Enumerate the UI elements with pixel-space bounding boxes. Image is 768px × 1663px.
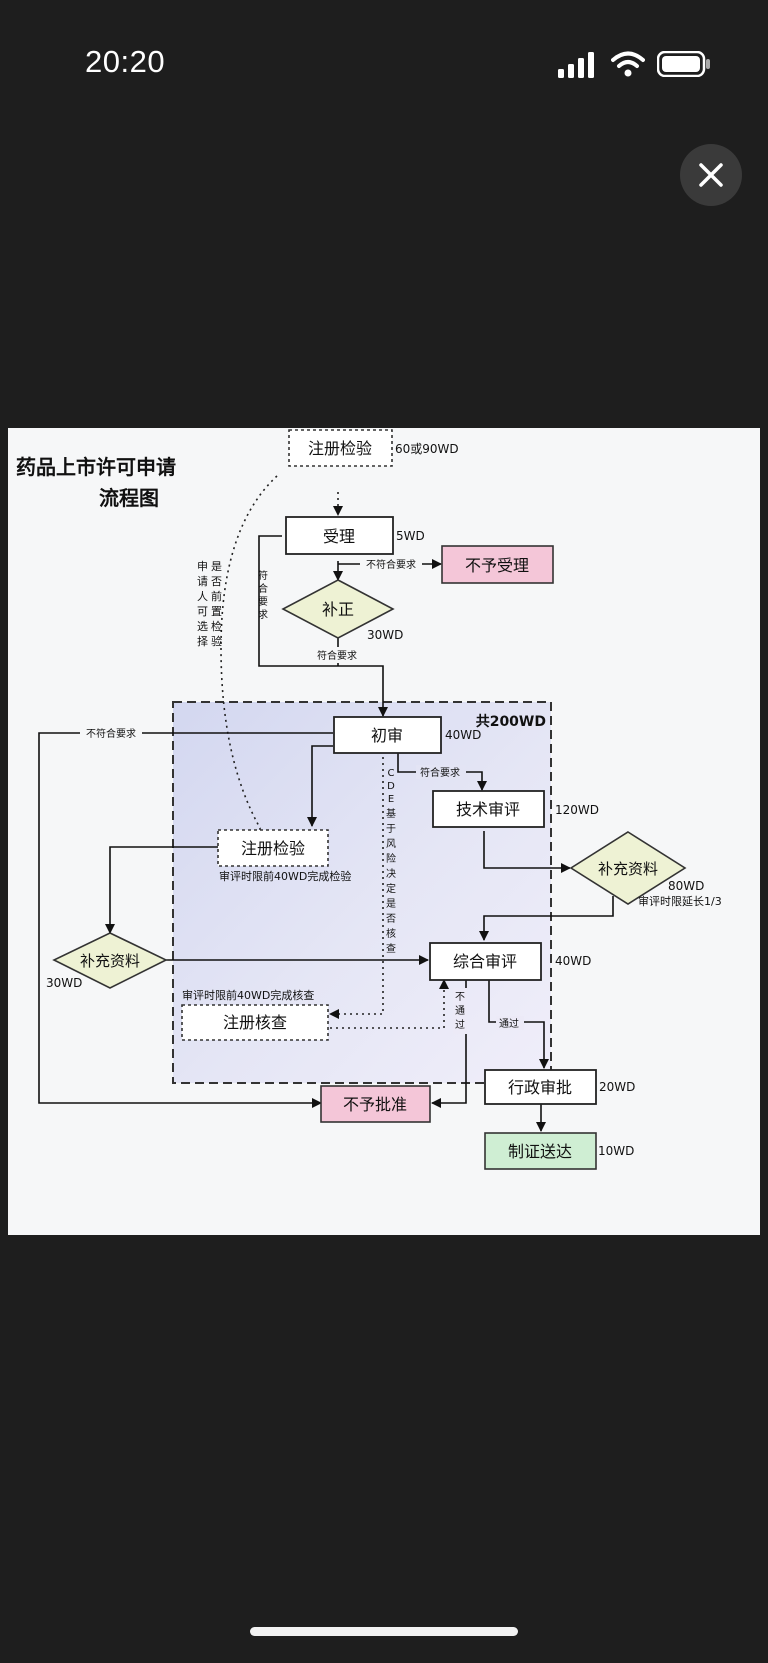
- node-comprehensive-review: [429, 942, 542, 981]
- node-comprehensive-review-label: 综合审评: [453, 952, 517, 971]
- diagram-title-line2: 流程图: [99, 486, 159, 510]
- diagram-title-line1: 药品上市许可申请: [16, 455, 176, 479]
- node-certificate-label: 制证送达: [508, 1142, 572, 1161]
- node-reject-approval: [320, 1085, 431, 1123]
- node-reg-test-top-label: 注册检验: [308, 439, 372, 458]
- node-supplement-left-label: 补充资料: [80, 952, 140, 970]
- supplement-left-duration: 30WD: [46, 976, 82, 990]
- flowchart-diagram: 药品上市许可申请 流程图 共200WD 注册检验 60或90WD 受理 5WD …: [16, 429, 722, 1170]
- node-correction-label: 补正: [322, 600, 354, 619]
- inspection-note: 审评时限前40WD完成核查: [182, 988, 314, 1002]
- node-tech-review: [432, 790, 545, 828]
- node-initial-review: [333, 716, 442, 754]
- tech-review-duration: 120WD: [555, 803, 599, 817]
- label-not-pass: 不通过: [455, 992, 465, 1031]
- node-supplement-right: [569, 831, 687, 905]
- label-pass: 通过: [499, 1017, 519, 1030]
- label-not-meet-left: 不符合要求: [86, 727, 136, 740]
- node-reg-inspection: [181, 1004, 329, 1041]
- home-indicator[interactable]: [250, 1627, 518, 1636]
- node-admin-approval-label: 行政审批: [508, 1078, 572, 1097]
- node-reg-test-mid-label: 注册检验: [241, 839, 305, 858]
- node-reg-inspection-label: 注册核查: [223, 1013, 287, 1032]
- node-certificate: [484, 1132, 597, 1170]
- label-meet-to-tech: 符合要求: [420, 766, 460, 779]
- node-tech-review-label: 技术审评: [456, 800, 520, 819]
- flowchart-image: 药品上市许可申请 流程图 共200WD 注册检验 60或90WD 受理 5WD …: [8, 428, 760, 1235]
- label-applicant-optional: 申请人可选择 是否前置检验: [197, 560, 222, 648]
- close-icon: [699, 163, 723, 187]
- label-meet-vertical: 符合要求: [258, 569, 268, 621]
- status-time: 20:20: [85, 44, 166, 79]
- node-reject-approval-label: 不予批准: [343, 1095, 407, 1114]
- node-supplement-right-label: 补充资料: [598, 860, 658, 878]
- node-reject-accept-label: 不予受理: [465, 556, 529, 575]
- correction-duration: 30WD: [367, 628, 403, 642]
- node-admin-approval: [484, 1069, 597, 1105]
- initial-review-duration: 40WD: [445, 728, 481, 742]
- reg-test-note: 审评时限前40WD完成检验: [219, 869, 351, 883]
- wifi-icon: [611, 51, 645, 77]
- status-bar: 20:20: [0, 0, 768, 130]
- close-button[interactable]: [680, 144, 742, 206]
- node-correction: [281, 579, 395, 639]
- battery-icon: [657, 51, 710, 77]
- supplement-right-note: 审评时限延长1/3: [638, 894, 722, 908]
- accept-duration: 5WD: [396, 529, 425, 543]
- total-duration: 共200WD: [476, 713, 546, 730]
- node-accept-label: 受理: [323, 527, 355, 546]
- supplement-right-duration: 80WD: [668, 879, 704, 893]
- node-reg-test-mid: [217, 829, 329, 867]
- comprehensive-review-duration: 40WD: [555, 954, 591, 968]
- label-not-meet-1: 不符合要求: [366, 558, 416, 571]
- admin-approval-duration: 20WD: [599, 1080, 635, 1094]
- reg-test-top-duration: 60或90WD: [395, 442, 459, 456]
- label-meet-below-correction: 符合要求: [317, 649, 357, 662]
- node-initial-review-label: 初审: [371, 726, 403, 745]
- node-accept: [285, 516, 394, 555]
- node-reg-test-top: [288, 429, 393, 467]
- node-reject-accept: [441, 545, 554, 584]
- node-supplement-left: [52, 932, 168, 989]
- cellular-signal-icon: [558, 52, 594, 78]
- certificate-duration: 10WD: [598, 1144, 634, 1158]
